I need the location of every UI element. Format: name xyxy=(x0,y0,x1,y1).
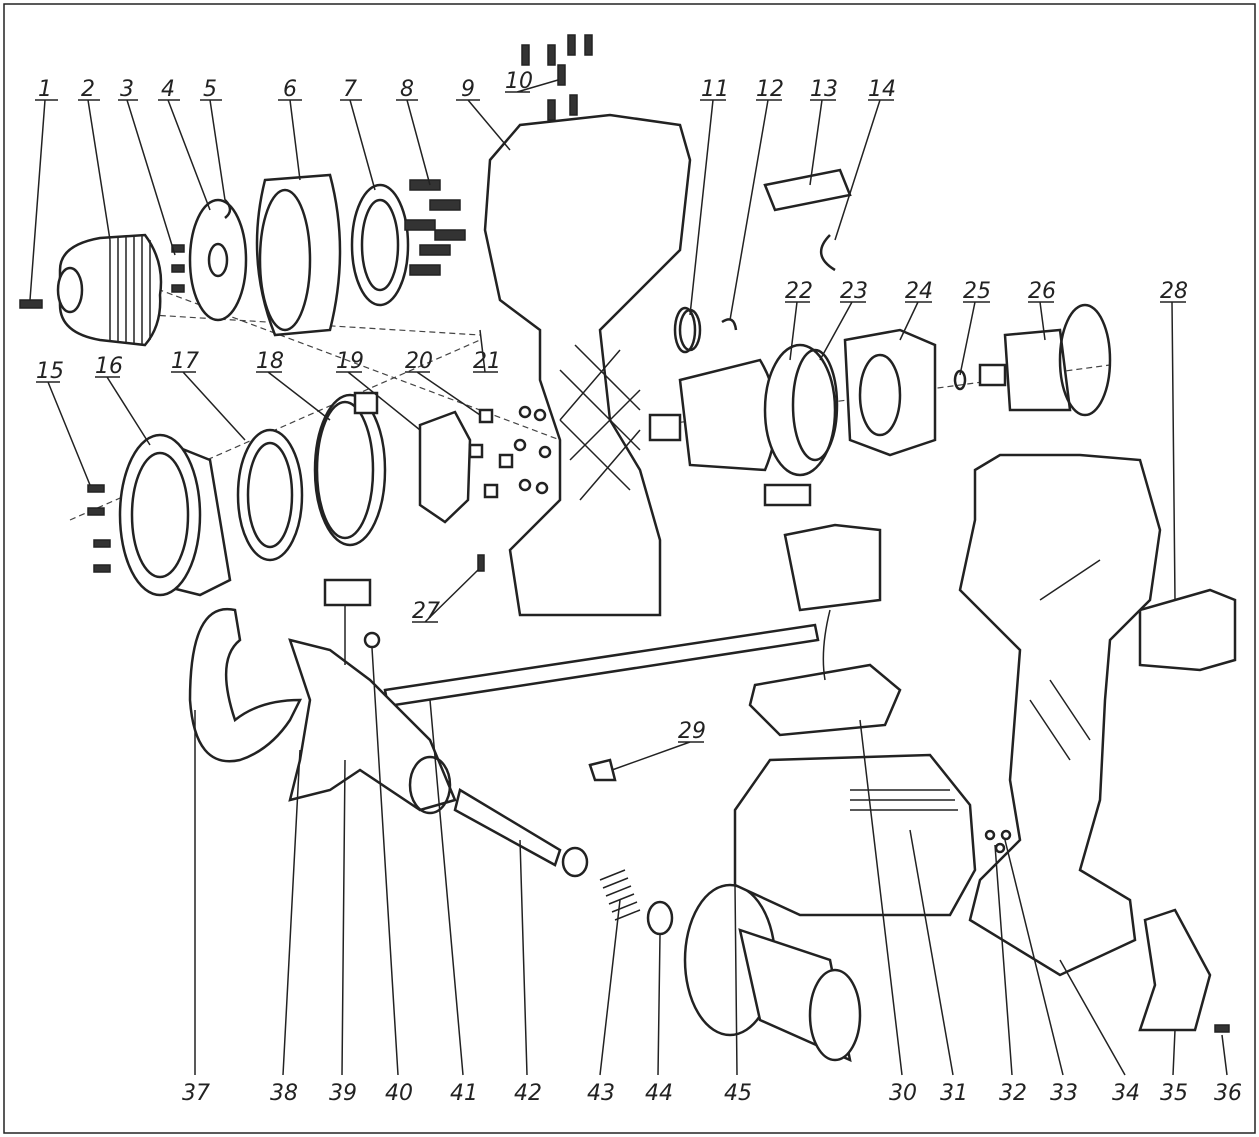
label-28: 28 xyxy=(1160,279,1188,304)
part-22b-connector xyxy=(763,483,812,507)
label-3: 3 xyxy=(120,77,134,102)
part-30-switch xyxy=(748,523,902,737)
part-45-grip xyxy=(683,883,862,1063)
label-17: 17 xyxy=(171,349,199,374)
label-36: 36 xyxy=(1214,1081,1242,1106)
label-20: 20 xyxy=(405,349,433,374)
part-21-balls xyxy=(513,405,552,495)
label-15: 15 xyxy=(36,359,64,384)
part-4-plate xyxy=(188,198,248,322)
part-housing-right xyxy=(958,453,1162,977)
label-11: 11 xyxy=(701,77,729,102)
part-38-clamp xyxy=(288,578,457,815)
part-18-ring xyxy=(313,391,387,547)
part-15-screws xyxy=(87,484,111,573)
part-2-chuck xyxy=(56,233,163,347)
label-14: 14 xyxy=(868,77,896,102)
part-7-ring xyxy=(350,183,410,307)
part-labels: 1 2 3 4 5 6 7 8 9 10 11 12 13 14 15 16 1… xyxy=(36,69,1242,1106)
part-5-clip xyxy=(224,199,232,219)
label-44: 44 xyxy=(645,1081,673,1106)
label-27: 27 xyxy=(412,599,440,624)
part-31-battery xyxy=(733,753,977,917)
part-3-screws xyxy=(171,244,185,293)
label-7: 7 xyxy=(343,77,357,102)
label-16: 16 xyxy=(95,354,123,379)
part-43-spring xyxy=(561,846,641,921)
part-12-clip xyxy=(721,318,738,331)
label-2: 2 xyxy=(81,77,95,102)
label-22: 22 xyxy=(785,279,813,304)
part-1-screw xyxy=(19,299,43,309)
part-9-housing-left xyxy=(483,113,692,617)
part-40-nut xyxy=(363,631,381,649)
label-30: 30 xyxy=(889,1081,917,1106)
label-45: 45 xyxy=(724,1081,752,1106)
label-39: 39 xyxy=(329,1081,357,1106)
label-5: 5 xyxy=(203,77,217,102)
label-8: 8 xyxy=(400,77,414,102)
label-26: 26 xyxy=(1028,279,1056,304)
label-1: 1 xyxy=(38,77,52,102)
part-8-springs xyxy=(404,179,466,276)
label-37: 37 xyxy=(182,1081,210,1106)
part-29-clip xyxy=(588,758,617,782)
label-31: 31 xyxy=(940,1081,968,1106)
part-26-rotor xyxy=(978,303,1112,417)
label-21: 21 xyxy=(473,349,501,374)
label-35: 35 xyxy=(1160,1081,1188,1106)
label-41: 41 xyxy=(450,1081,478,1106)
part-22-gearbox xyxy=(648,343,837,477)
part-6-ring xyxy=(255,173,342,337)
part-19-plate xyxy=(418,410,472,524)
part-44-washer xyxy=(646,900,674,936)
label-40: 40 xyxy=(385,1081,413,1106)
label-13: 13 xyxy=(810,77,838,102)
label-33: 33 xyxy=(1050,1081,1078,1106)
label-10: 10 xyxy=(505,69,533,94)
part-36-screw xyxy=(1214,1024,1230,1033)
part-11-spring xyxy=(673,306,702,354)
label-42: 42 xyxy=(514,1081,542,1106)
part-13-slider xyxy=(763,168,852,212)
label-23: 23 xyxy=(840,279,868,304)
label-32: 32 xyxy=(999,1081,1027,1106)
part-16-collar xyxy=(118,433,232,597)
label-24: 24 xyxy=(905,279,933,304)
label-18: 18 xyxy=(256,349,284,374)
part-23-gear xyxy=(791,348,839,462)
label-19: 19 xyxy=(336,349,364,374)
part-24-stator xyxy=(843,328,937,457)
part-17-ring xyxy=(236,428,304,562)
part-35-belt-clip xyxy=(1138,908,1212,1032)
part-10-screws xyxy=(521,34,593,121)
part-28-label-plate xyxy=(1138,588,1237,672)
label-9: 9 xyxy=(461,77,475,102)
label-34: 34 xyxy=(1112,1081,1140,1106)
part-20-pins xyxy=(468,408,514,499)
part-32-screws xyxy=(984,829,1012,854)
label-43: 43 xyxy=(587,1081,615,1106)
part-27-screw xyxy=(477,554,485,572)
part-42-bolt xyxy=(453,788,562,867)
label-12: 12 xyxy=(756,77,784,102)
label-4: 4 xyxy=(161,77,175,102)
frame-border xyxy=(3,3,1256,1134)
label-6: 6 xyxy=(283,77,297,102)
part-14-spring xyxy=(820,234,836,272)
label-38: 38 xyxy=(270,1081,298,1106)
leader-lines xyxy=(29,79,1228,1076)
part-37-strap xyxy=(188,607,303,763)
label-25: 25 xyxy=(963,279,991,304)
part-25-washer xyxy=(953,369,967,391)
label-29: 29 xyxy=(678,719,706,744)
